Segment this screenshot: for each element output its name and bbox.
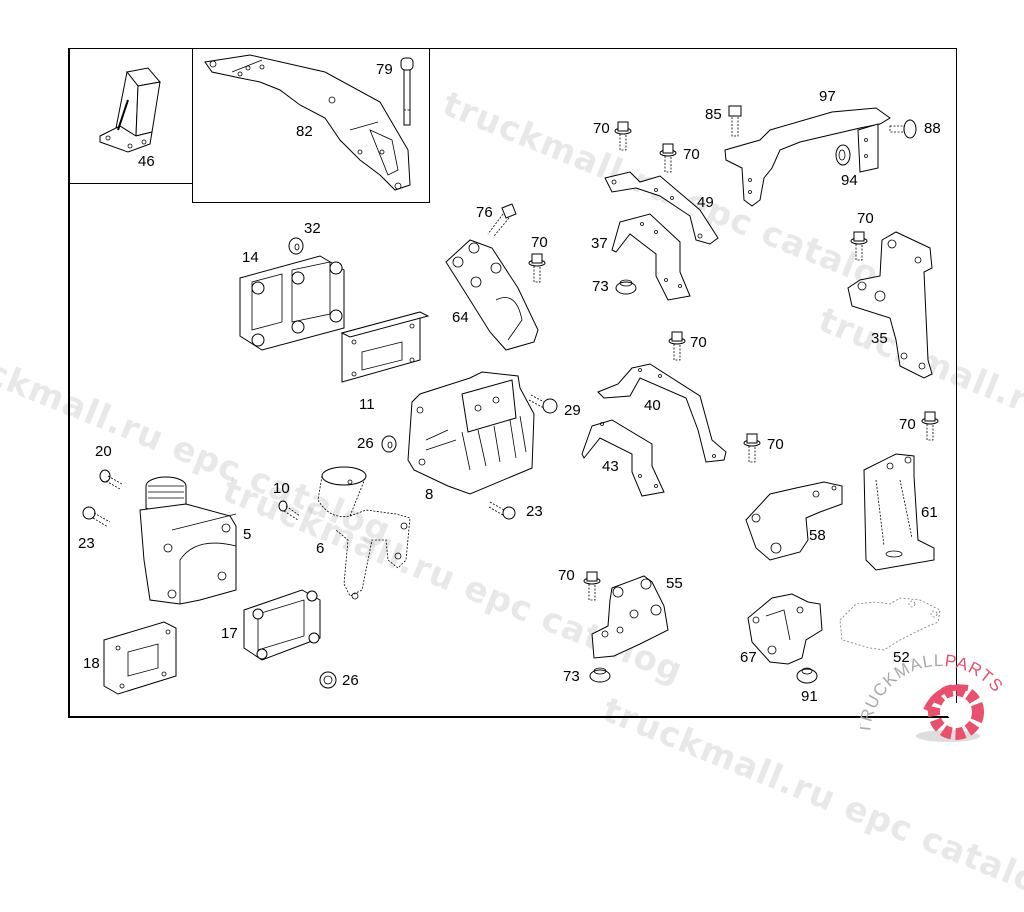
callout-label-11[interactable]: 11	[359, 396, 375, 413]
part-88-bolt[interactable]	[890, 120, 916, 138]
truckmallparts-logo: TRUCKMALLPARTS	[860, 651, 1006, 742]
part-37-bracket[interactable]	[612, 214, 690, 300]
part-52-bracket[interactable]	[840, 598, 940, 650]
part-64-bracket[interactable]	[446, 240, 538, 350]
part-40-bracket[interactable]	[598, 364, 726, 462]
part-8-engine-mount[interactable]	[408, 372, 534, 494]
part-67-bracket[interactable]	[748, 594, 822, 664]
part-94-bushing[interactable]	[836, 145, 850, 165]
callout-label-52[interactable]: 52	[893, 649, 910, 666]
callout-label-91[interactable]: 91	[801, 688, 818, 705]
part-29-bolt[interactable]	[529, 395, 557, 413]
part-73-grommet[interactable]	[616, 280, 636, 294]
callout-label-43[interactable]: 43	[602, 458, 619, 475]
callout-label-17[interactable]: 17	[221, 625, 238, 642]
callout-label-73[interactable]: 73	[592, 278, 609, 295]
part-26-washer[interactable]	[320, 672, 336, 688]
callout-label-35[interactable]: 35	[871, 330, 888, 347]
part-35-bracket[interactable]	[848, 232, 932, 378]
part-82-bracket[interactable]	[205, 55, 410, 190]
callout-label-6[interactable]: 6	[316, 540, 325, 557]
part-58-bracket[interactable]	[746, 482, 842, 560]
callout-label-73[interactable]: 73	[563, 668, 580, 685]
part-79-bolt[interactable]	[401, 58, 413, 125]
callout-label-79[interactable]: 79	[376, 61, 393, 78]
part-10-screw[interactable]	[279, 501, 300, 520]
part-97-crossmember[interactable]	[725, 108, 890, 206]
gear-icon	[916, 684, 984, 742]
callout-label-55[interactable]: 55	[666, 575, 683, 592]
callout-label-82[interactable]: 82	[296, 123, 313, 140]
callout-label-37[interactable]: 37	[591, 235, 608, 252]
part-20-screw[interactable]	[100, 470, 122, 489]
part-6-mount[interactable]	[318, 467, 410, 599]
callout-label-14[interactable]: 14	[242, 249, 259, 266]
part-91-grommet[interactable]	[797, 668, 817, 683]
part-18-plate[interactable]	[104, 622, 176, 694]
part-70-bolt[interactable]	[660, 144, 676, 172]
part-70-bolt[interactable]	[615, 122, 631, 150]
part-49-bracket[interactable]	[605, 172, 718, 244]
callout-label-26[interactable]: 26	[342, 672, 359, 689]
part-70-bolt[interactable]	[922, 412, 938, 440]
callout-label-70[interactable]: 70	[683, 146, 700, 163]
callout-label-70[interactable]: 70	[593, 120, 610, 137]
part-11-plate[interactable]	[342, 312, 428, 382]
callout-label-67[interactable]: 67	[740, 649, 757, 666]
callout-label-40[interactable]: 40	[644, 397, 661, 414]
part-5-mount[interactable]	[140, 477, 236, 604]
callout-label-32[interactable]: 32	[304, 220, 321, 237]
callout-label-70[interactable]: 70	[899, 416, 916, 433]
callout-label-70[interactable]: 70	[690, 334, 707, 351]
callout-label-49[interactable]: 49	[697, 194, 714, 211]
part-55-bracket[interactable]	[592, 576, 668, 658]
callout-label-20[interactable]: 20	[95, 443, 112, 460]
callout-label-70[interactable]: 70	[767, 436, 784, 453]
part-14-frame[interactable]	[240, 256, 344, 350]
callout-label-70[interactable]: 70	[531, 234, 548, 251]
callout-label-85[interactable]: 85	[705, 106, 722, 123]
part-23-bolt[interactable]	[83, 507, 110, 527]
callout-label-88[interactable]: 88	[924, 120, 941, 137]
part-70-bolt[interactable]	[744, 434, 760, 462]
parts-drawing	[0, 0, 1024, 750]
callout-label-26[interactable]: 26	[357, 435, 374, 452]
part-17-frame[interactable]	[244, 590, 320, 660]
callout-label-94[interactable]: 94	[841, 172, 858, 189]
callout-label-23[interactable]: 23	[78, 535, 95, 552]
callout-label-29[interactable]: 29	[564, 402, 581, 419]
callout-label-23[interactable]: 23	[526, 503, 543, 520]
callout-label-5[interactable]: 5	[243, 526, 252, 543]
callout-label-58[interactable]: 58	[809, 527, 826, 544]
part-70-bolt[interactable]	[851, 232, 867, 260]
callout-label-97[interactable]: 97	[819, 88, 836, 105]
diagram-frame	[68, 48, 957, 718]
part-70-bolt[interactable]	[529, 254, 545, 282]
part-70-bolt[interactable]	[669, 332, 685, 360]
callout-label-76[interactable]: 76	[476, 204, 493, 221]
callout-label-46[interactable]: 46	[138, 153, 155, 170]
callout-label-70[interactable]: 70	[558, 567, 575, 584]
inset-panel-82	[192, 48, 430, 203]
part-43-bracket[interactable]	[582, 420, 664, 496]
part-76-screw[interactable]	[488, 204, 516, 236]
part-61-bracket[interactable]	[864, 454, 934, 570]
part-70-bolt[interactable]	[584, 572, 600, 600]
part-23-bolt[interactable]	[489, 502, 515, 519]
callout-label-61[interactable]: 61	[921, 504, 938, 521]
callout-label-10[interactable]: 10	[273, 480, 290, 497]
part-32-washer[interactable]	[289, 238, 303, 254]
callout-label-64[interactable]: 64	[452, 309, 469, 326]
callout-label-70[interactable]: 70	[857, 210, 874, 227]
part-26-washer[interactable]	[382, 436, 396, 452]
part-46-bracket[interactable]	[100, 68, 160, 152]
callout-label-18[interactable]: 18	[83, 655, 100, 672]
callout-label-8[interactable]: 8	[425, 486, 434, 503]
part-85-bolt[interactable]	[729, 106, 741, 136]
part-73-grommet[interactable]	[590, 668, 610, 682]
